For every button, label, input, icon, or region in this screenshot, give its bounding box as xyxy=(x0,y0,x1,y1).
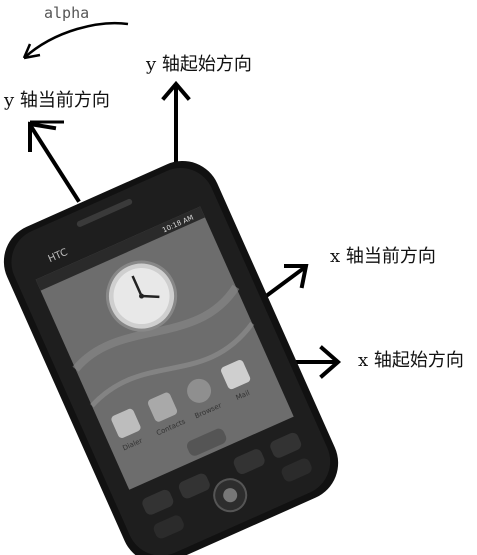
y-axis-current-arrow xyxy=(28,120,81,203)
launcher-tab[interactable] xyxy=(185,427,228,458)
x-axis-initial-label: x 轴起始方向 xyxy=(358,350,464,371)
call-button[interactable] xyxy=(140,488,175,517)
end-call-button[interactable] xyxy=(152,514,186,541)
y-axis-current-label: y 轴当前方向 xyxy=(3,90,110,111)
y-axis-initial-label: y 轴起始方向 xyxy=(145,54,252,75)
phone: HTC 10:18 AM Dialer Contacts Browser xyxy=(3,160,339,555)
phone-screen xyxy=(35,206,294,490)
clock-widget[interactable] xyxy=(97,251,187,341)
rotation-arc xyxy=(22,21,129,60)
home-button[interactable] xyxy=(177,472,212,501)
x-axis-current-label: x 轴当前方向 xyxy=(330,246,436,267)
search-button[interactable] xyxy=(280,457,314,484)
menu-button[interactable] xyxy=(232,447,267,476)
status-bar xyxy=(35,206,206,291)
back-button[interactable] xyxy=(268,431,303,460)
rotation-label: alpha xyxy=(44,4,89,22)
